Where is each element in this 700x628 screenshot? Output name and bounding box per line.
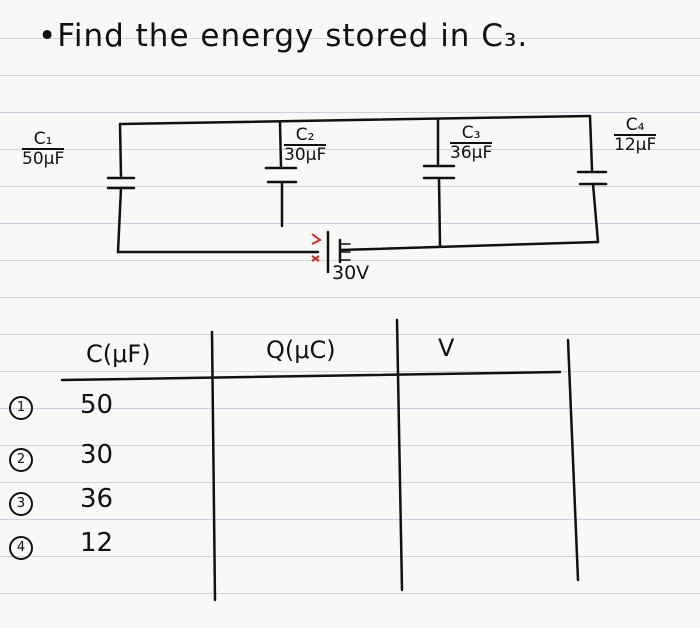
- table-header-v: V: [438, 334, 455, 362]
- c4-upper-lead: [588, 114, 594, 172]
- c3-label: C₃ 36μF: [450, 124, 493, 163]
- battery-tick-marks: [339, 243, 351, 261]
- table-header-rule: [60, 370, 562, 382]
- c2-name: C₂: [284, 126, 327, 146]
- table-divider-3: [566, 338, 580, 582]
- battery-red-mark-top: [311, 233, 322, 245]
- row-index-3: 3: [9, 492, 33, 516]
- row-c-value-1: 50: [80, 390, 114, 420]
- table-header-c: C(μF): [86, 340, 151, 368]
- row-c-value-4: 12: [80, 528, 114, 558]
- c2-upper-lead: [278, 120, 283, 168]
- table-header-q: Q(μC): [266, 336, 336, 364]
- c4-value: 12μF: [614, 135, 657, 155]
- table-divider-1: [210, 330, 217, 602]
- bottom-wire-right: [338, 240, 600, 252]
- c1-name: C₁: [22, 130, 65, 150]
- c1-upper-lead: [118, 122, 123, 178]
- c4-name: C₄: [614, 116, 657, 136]
- c1-label: C₁ 50μF: [22, 130, 65, 169]
- battery-voltage-label: 30V: [332, 262, 370, 284]
- c3-value: 36μF: [450, 143, 493, 163]
- row-c-value-3: 36: [80, 484, 114, 514]
- row-index-1: 1: [9, 396, 33, 420]
- problem-title: •Find the energy stored in C₃.: [38, 18, 529, 54]
- c3-name: C₃: [450, 124, 493, 144]
- row-index-4: 4: [9, 536, 33, 560]
- top-wire: [118, 114, 592, 126]
- row-index-2: 2: [9, 448, 33, 472]
- c2-value: 30μF: [284, 145, 327, 165]
- battery-red-mark-bottom: [311, 255, 320, 262]
- c2-label: C₂ 30μF: [284, 126, 327, 165]
- c1-lower-lead: [116, 186, 123, 254]
- row-c-value-2: 30: [80, 440, 114, 470]
- c4-lower-lead: [591, 182, 600, 244]
- c3-lower-lead: [437, 176, 442, 248]
- table-divider-2: [395, 318, 404, 592]
- c4-label: C₄ 12μF: [614, 116, 657, 155]
- c1-value: 50μF: [22, 149, 65, 169]
